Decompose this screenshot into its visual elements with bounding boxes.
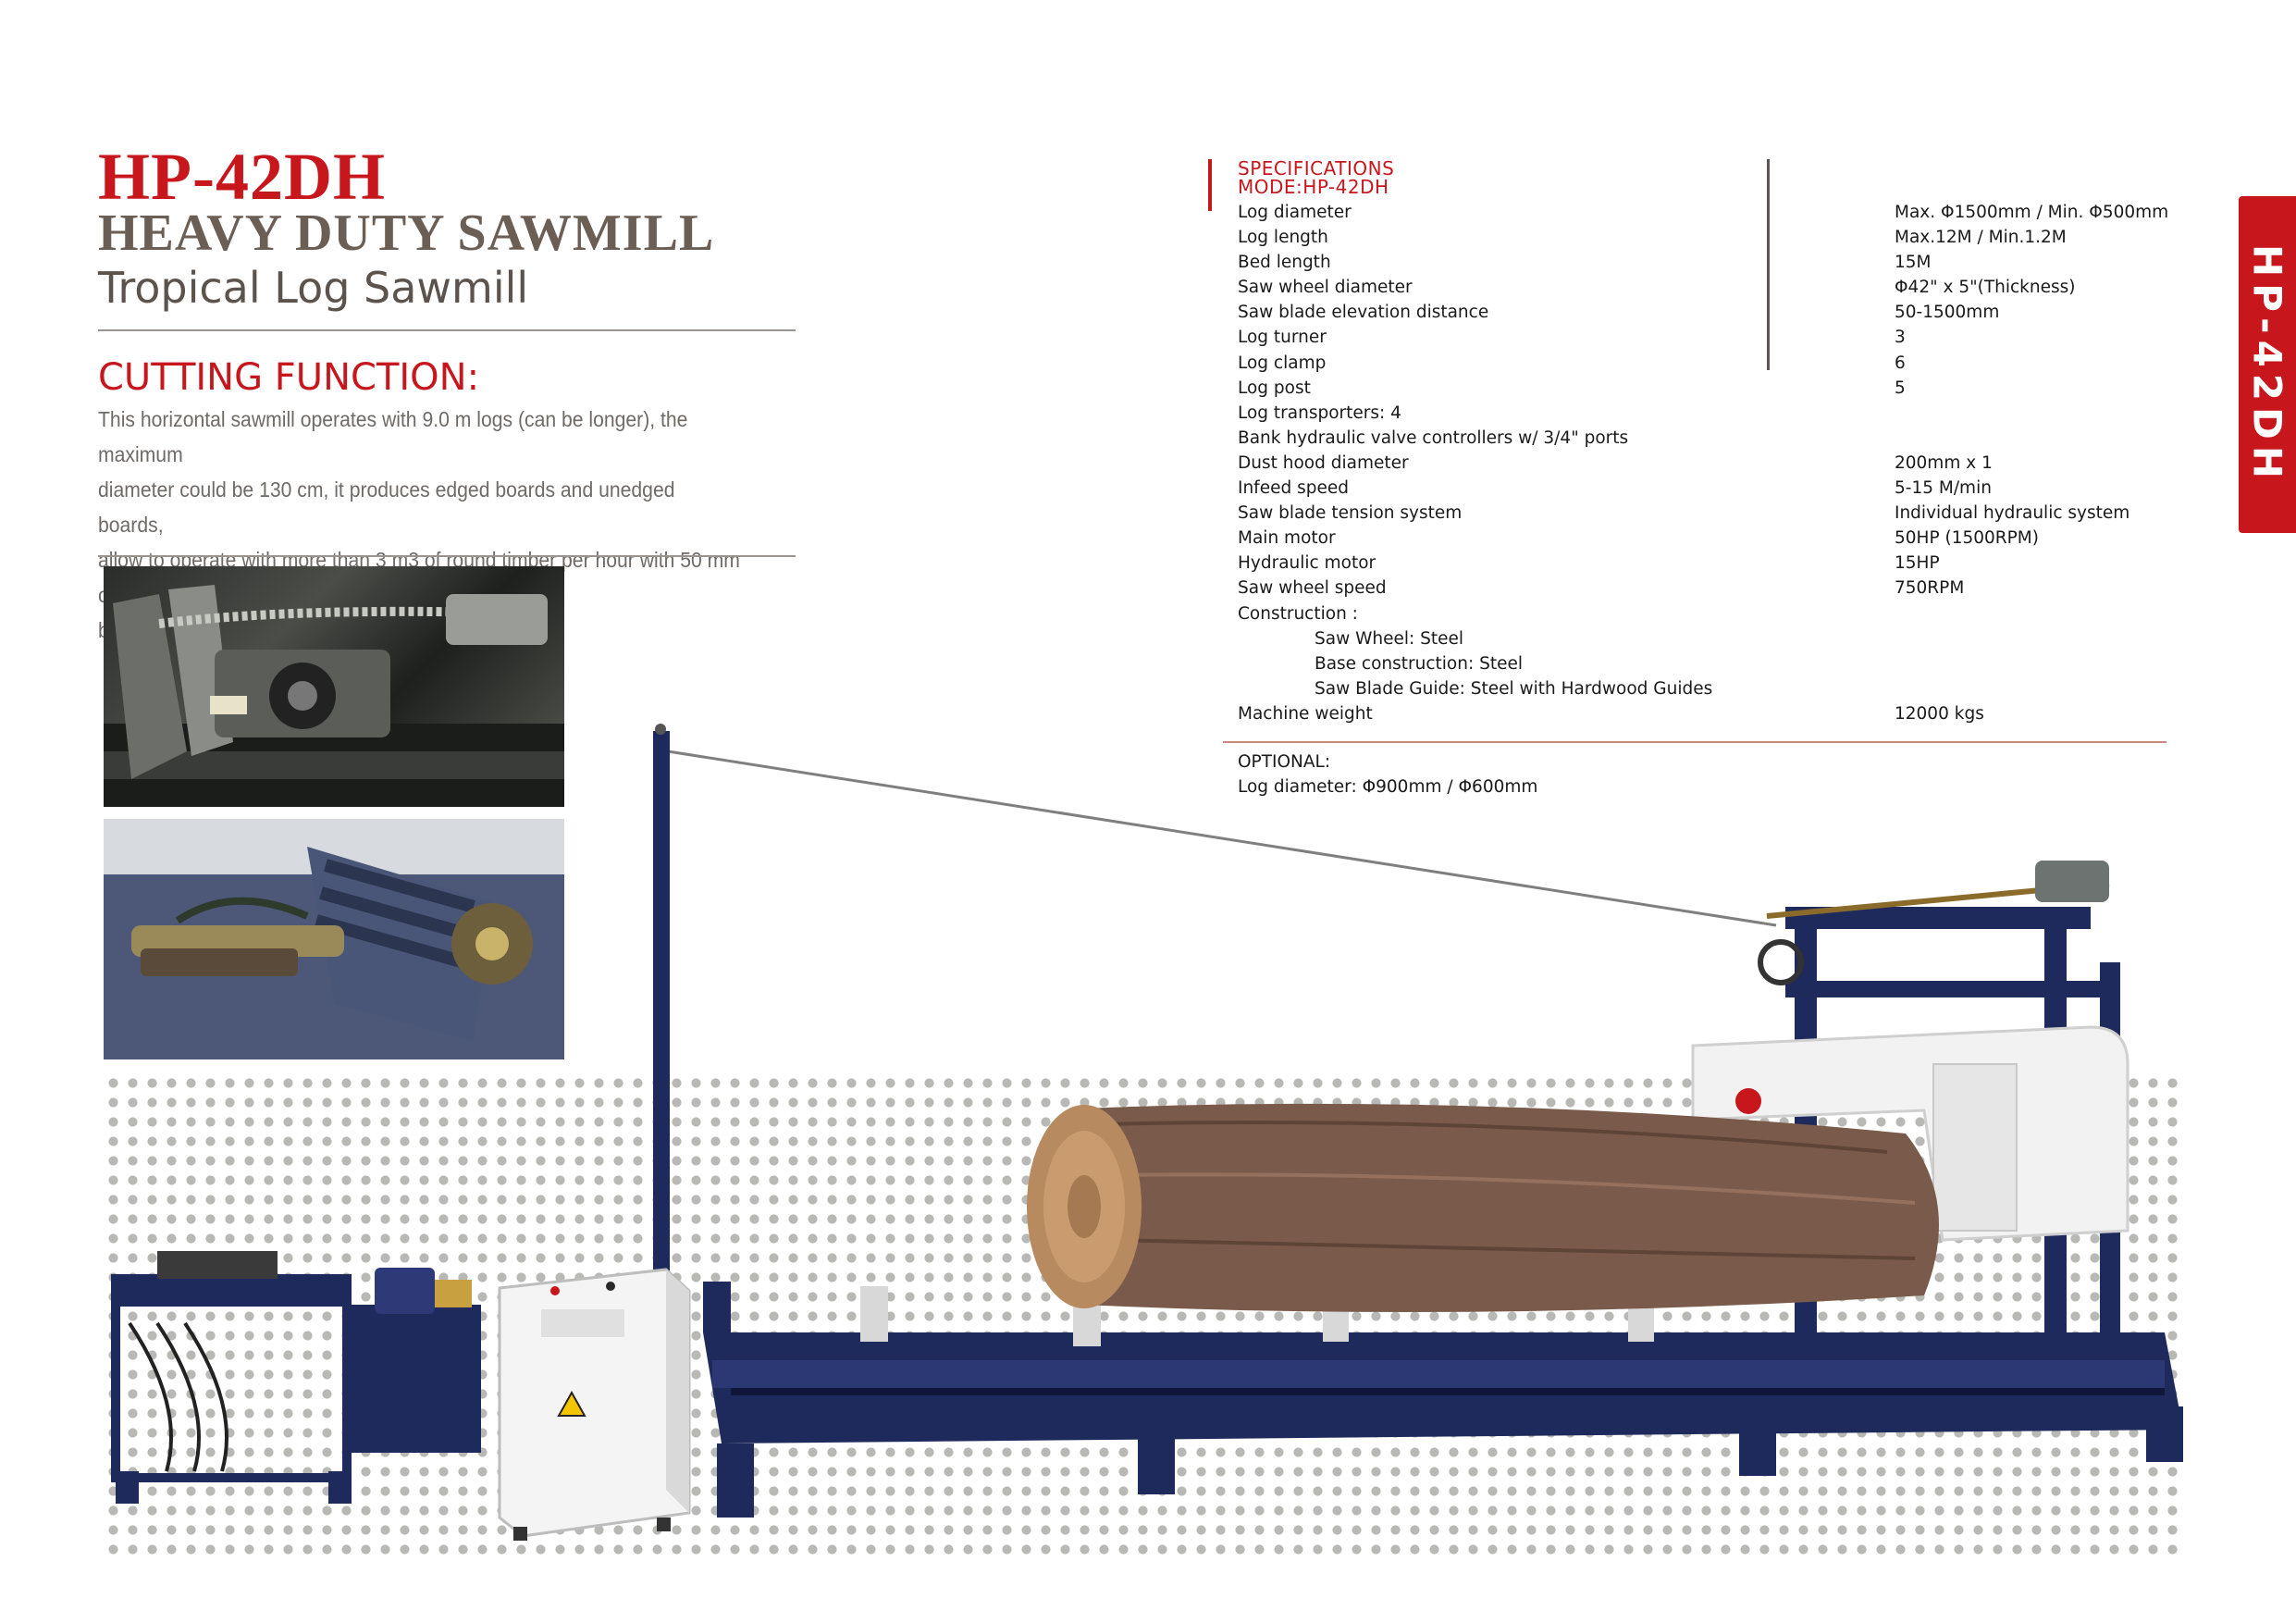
spec-row: Saw Wheel: Steel — [1238, 626, 2172, 651]
spec-label: Log transporters: 4 — [1238, 403, 1401, 423]
spec-row: Main motor 50HP (1500RPM) — [1238, 526, 2172, 551]
spec-row: Saw Blade Guide: Steel with Hardwood Gui… — [1238, 676, 2172, 701]
spec-title: SPECIFICATIONS MODE:HP-42DH — [1238, 159, 1394, 196]
spec-label: Log diameter — [1238, 203, 1352, 222]
spec-row: Infeed speed 5-15 M/min — [1238, 476, 2172, 501]
product-type-heading: HEAVY DUTY SAWMILL — [98, 204, 715, 262]
spec-label: Main motor — [1238, 528, 1336, 549]
header-divider — [98, 329, 796, 331]
cutting-function-heading: CUTTING FUNCTION: — [98, 356, 480, 399]
spec-value: 15M — [1895, 253, 1932, 273]
spec-value: Max.12M / Min.1.2M — [1895, 228, 2067, 248]
spec-value: 50-1500mm — [1895, 303, 2000, 323]
spec-model-line: MODE:HP-42DH — [1238, 176, 1389, 198]
hydraulic-power-unit — [111, 1251, 481, 1504]
optional-heading: OPTIONAL: — [1238, 752, 1331, 772]
sawmill-bed — [703, 1282, 2183, 1518]
spec-value: 15HP — [1895, 553, 1940, 574]
spec-divider — [1223, 741, 2166, 743]
spec-label: Saw blade tension system — [1238, 503, 1463, 524]
spec-row: Log diameter Max. Φ1500mm / Min. Φ500mm — [1238, 200, 2172, 225]
spec-label: Saw Blade Guide: Steel with Hardwood Gui… — [1315, 678, 1713, 699]
spec-row: Bed length 15M — [1238, 250, 2172, 275]
spec-label: Machine weight — [1238, 703, 1373, 724]
spec-row: Saw wheel diameter Φ42" x 5"(Thickness) — [1238, 275, 2172, 300]
spec-value: Φ42" x 5"(Thickness) — [1895, 278, 2076, 298]
spec-row: Base construction: Steel — [1238, 651, 2172, 676]
spec-label: Infeed speed — [1238, 478, 1349, 499]
section-divider — [98, 555, 796, 557]
model-title: HP-42DH — [98, 140, 386, 214]
spec-value: 5 — [1895, 378, 1906, 398]
control-cabinet — [498, 1268, 691, 1541]
spec-label: Saw Wheel: Steel — [1315, 628, 1464, 649]
spec-label: Log turner — [1238, 328, 1327, 348]
spec-row: Saw blade elevation distance 50-1500mm — [1238, 300, 2172, 325]
detail-photo-log-turner — [104, 819, 564, 1059]
spec-row: Bank hydraulic valve controllers w/ 3/4"… — [1238, 426, 2172, 451]
spec-value: Individual hydraulic system — [1895, 503, 2130, 524]
wire-pole — [653, 731, 670, 1286]
spec-row: Dust hood diameter 200mm x 1 — [1238, 451, 2172, 476]
detail-photo-log-clamp — [104, 566, 564, 807]
optional-line: Log diameter: Φ900mm / Φ600mm — [1238, 777, 1538, 797]
spec-label: Saw wheel diameter — [1238, 278, 1413, 298]
spec-row: Log length Max.12M / Min.1.2M — [1238, 225, 2172, 250]
cutting-function-line: diameter could be 130 cm, it produces ed… — [98, 477, 675, 537]
spec-value: 3 — [1895, 328, 1906, 348]
spec-label: Base construction: Steel — [1315, 653, 1523, 674]
spec-label: Log length — [1238, 228, 1328, 248]
spec-label: Hydraulic motor — [1238, 553, 1376, 574]
spec-label: Saw blade elevation distance — [1238, 303, 1489, 323]
spec-row: Saw blade tension system Individual hydr… — [1238, 501, 2172, 526]
side-tab — [2239, 196, 2296, 533]
spec-row: Machine weight 12000 kgs — [1238, 701, 2172, 726]
spec-label: Saw wheel speed — [1238, 578, 1387, 599]
saw-head — [1691, 861, 2129, 1360]
spec-label: Bank hydraulic valve controllers w/ 3/4"… — [1238, 427, 1629, 448]
spec-row: Log post 5 — [1238, 376, 2172, 401]
spec-label: Bed length — [1238, 253, 1331, 273]
spec-table: Log diameter Max. Φ1500mm / Min. Φ500mm L… — [1238, 200, 2172, 726]
spec-row: Log clamp 6 — [1238, 351, 2172, 376]
spec-label: Log clamp — [1238, 353, 1327, 373]
spec-value: 5-15 M/min — [1895, 478, 1992, 499]
spec-divider-bar — [1767, 159, 1770, 370]
spec-value: 200mm x 1 — [1895, 452, 1993, 473]
spec-label: Dust hood diameter — [1238, 452, 1409, 473]
spec-value: 6 — [1895, 353, 1906, 373]
guide-wire — [667, 750, 1777, 927]
spec-row: Construction : — [1238, 601, 2172, 626]
spec-row: Log transporters: 4 — [1238, 401, 2172, 426]
product-subtitle: Tropical Log Sawmill — [98, 263, 529, 313]
spec-value: 750RPM — [1895, 578, 1965, 599]
tree-log — [1027, 1103, 1939, 1312]
spec-value: Max. Φ1500mm / Min. Φ500mm — [1895, 203, 2169, 222]
spec-value: 12000 kgs — [1895, 703, 1984, 724]
spec-row: Saw wheel speed 750RPM — [1238, 576, 2172, 601]
spec-title-line: SPECIFICATIONS — [1238, 157, 1395, 180]
spec-row: Log turner 3 — [1238, 325, 2172, 350]
spec-value: 50HP (1500RPM) — [1895, 528, 2039, 549]
spec-label: Construction : — [1238, 603, 1358, 624]
pole-cap — [655, 724, 666, 735]
spec-label: Log post — [1238, 378, 1311, 398]
spec-accent-bar — [1208, 159, 1212, 211]
cutting-function-line: This horizontal sawmill operates with 9.… — [98, 407, 688, 466]
spec-row: Hydraulic motor 15HP — [1238, 551, 2172, 576]
